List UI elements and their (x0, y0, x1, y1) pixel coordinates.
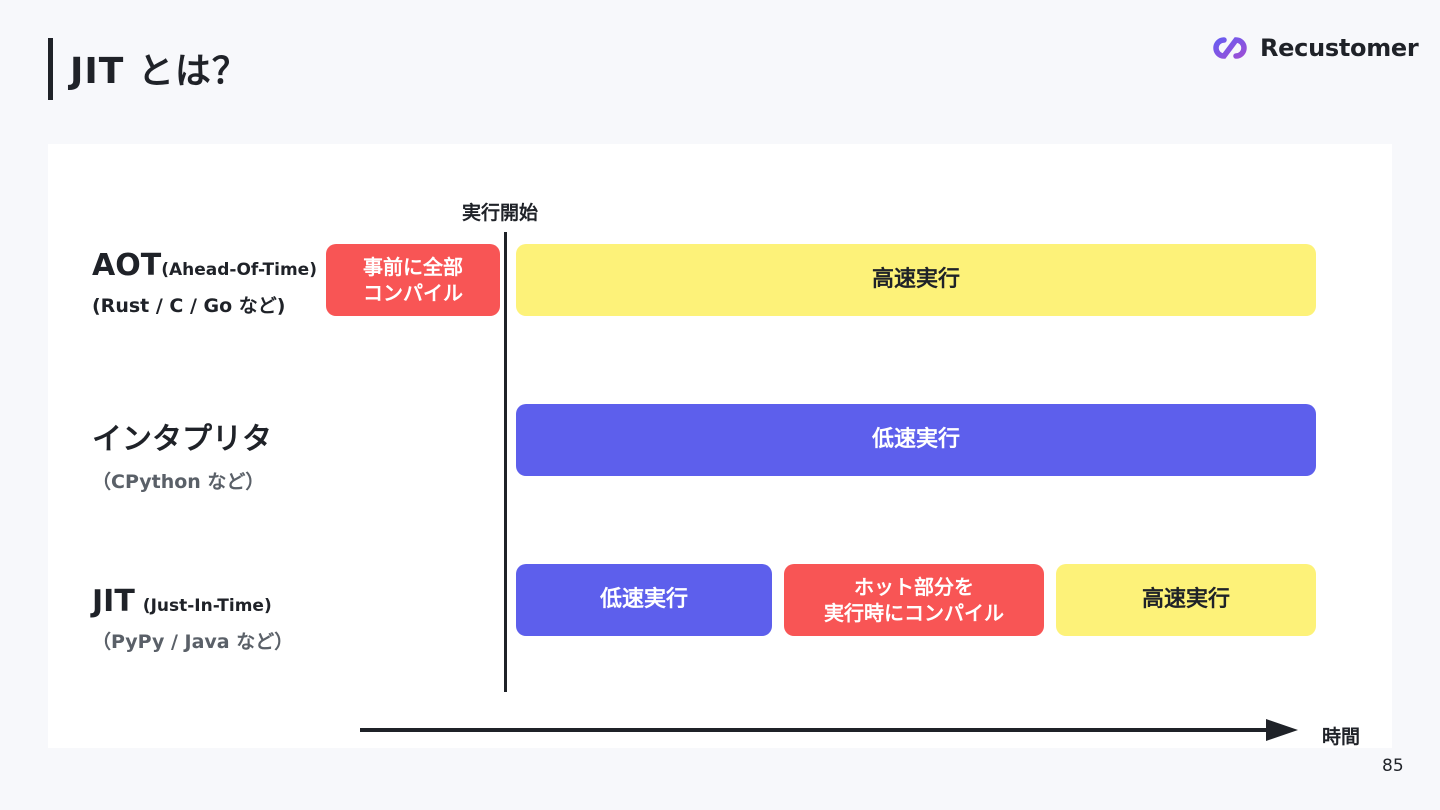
interpreter-slow-exec-box: 低速実行 (516, 404, 1316, 476)
box-text-line: 実行時にコンパイル (824, 601, 1004, 625)
page-number: 85 (1382, 756, 1404, 776)
box-text-line: 高速実行 (1141, 587, 1230, 612)
box-text-line: コンパイル (363, 281, 463, 305)
box-text-line: ホット部分を (854, 575, 974, 599)
logo-wordmark: Recustomer (1260, 34, 1419, 62)
row-label-aot: AOT(Ahead-Of-Time) (92, 246, 317, 290)
box-text-line: 低速実行 (871, 427, 960, 452)
row-examples-jit: （PyPy / Java など） (92, 631, 294, 653)
time-axis-arrow (360, 719, 1298, 741)
row-examples-interpreter: （CPython など） (92, 471, 265, 493)
row-name: JIT (92, 584, 135, 619)
row-label-interpreter: インタプリタ (92, 422, 272, 457)
box-text-line: 事前に全部 (363, 255, 463, 279)
row-examples-aot: (Rust / C / Go など) (92, 295, 286, 317)
execution-start-line (504, 232, 507, 692)
recustomer-logo-icon (1213, 37, 1247, 59)
jit-fast-exec-box: 高速実行 (1056, 564, 1316, 636)
jit-hot-compile-box: ホット部分を 実行時にコンパイル (784, 564, 1044, 636)
row-name-paren: (Just-In-Time) (142, 596, 272, 616)
aot-compile-box: 事前に全部 コンパイル (326, 244, 500, 316)
box-text-line: 低速実行 (599, 587, 688, 612)
jit-slow-exec-box: 低速実行 (516, 564, 772, 636)
row-name: AOT (92, 248, 162, 283)
row-label-jit: JIT (Just-In-Time) (92, 582, 272, 626)
aot-fast-exec-box: 高速実行 (516, 244, 1316, 316)
brand-logo: Recustomer (1206, 30, 1419, 66)
title-accent-bar (48, 38, 53, 100)
row-name-paren: (Ahead-Of-Time) (161, 260, 317, 280)
execution-start-label: 実行開始 (462, 202, 539, 224)
box-text-line: 高速実行 (871, 267, 960, 292)
time-axis-label: 時間 (1322, 726, 1361, 748)
page-title: JIT とは？ (70, 51, 249, 92)
